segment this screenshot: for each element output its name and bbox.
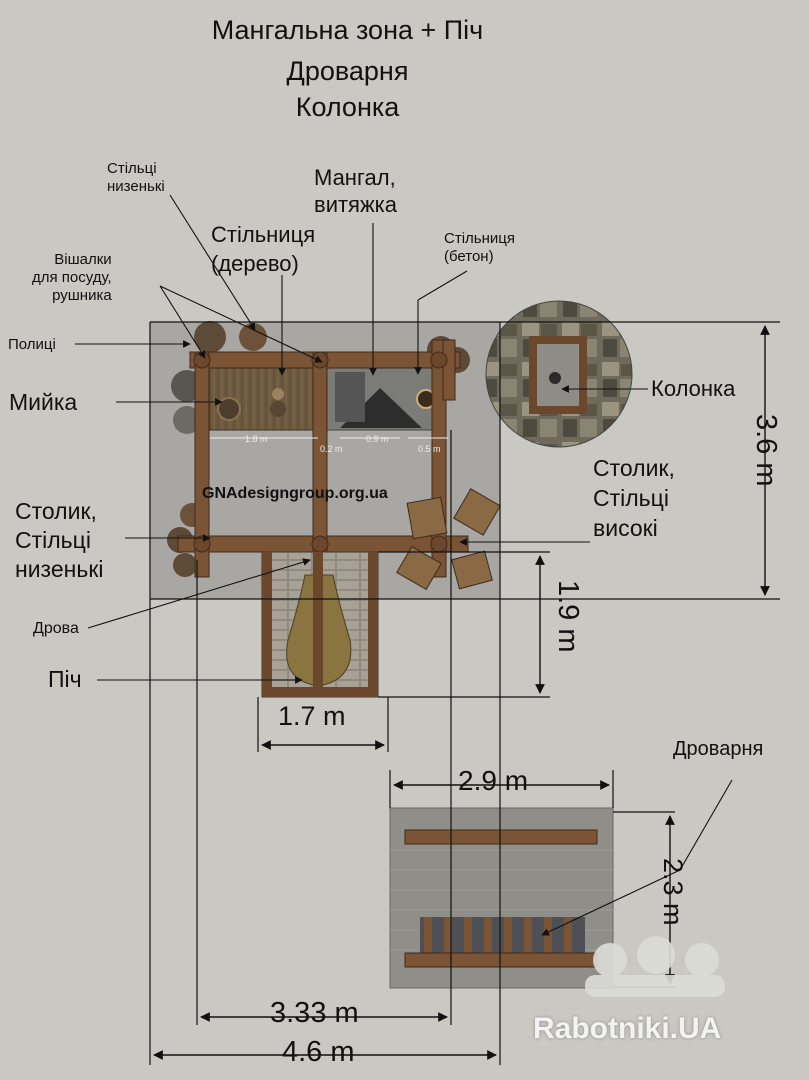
dim-seg-a: 1.8 m: [245, 434, 268, 444]
label-countertop-concrete: Стільниця (бетон): [444, 230, 515, 265]
label-shelves: Полиці: [8, 336, 56, 353]
title-line-1: Мангальна зона + Піч: [211, 15, 484, 45]
title-line-3: Колонка: [295, 92, 400, 122]
title-line-2: Дроварня: [286, 56, 409, 86]
label-grill: Мангал, витяжка: [314, 165, 398, 217]
label-firewood: Дрова: [33, 620, 79, 637]
label-woodshed: Дроварня: [673, 738, 764, 760]
label-table-low: Столик, Стільці низенькі: [15, 498, 104, 582]
label-oven: Піч: [48, 666, 82, 692]
watermark-text: GNAdesigngroup.org.ua: [202, 485, 388, 502]
dim-seg-b: 0.2 m: [320, 444, 343, 454]
dim-height-main: 3.6 m: [750, 414, 782, 487]
dim-oven-depth: 1.9 m: [552, 580, 584, 653]
dim-seg-d: 0.5 m: [418, 444, 441, 454]
dim-oven-width: 1.7 m: [278, 701, 346, 731]
label-sink: Мийка: [9, 389, 78, 415]
site-logo-text: Rabotniki.UA: [533, 1012, 722, 1045]
dim-inner-width: 3.33 m: [270, 997, 359, 1029]
label-hangers: Вішалки для посуду, рушника: [32, 251, 112, 304]
label-table-high: Столик, Стільці високі: [593, 455, 675, 541]
dim-total-width: 4.6 m: [282, 1036, 355, 1068]
dim-woodshed-depth: 2.3 m: [658, 858, 688, 926]
label-well: Колонка: [651, 376, 736, 401]
dim-woodshed-width: 2.9 m: [458, 765, 529, 796]
label-countertop-wood: Стільниця (дерево): [211, 222, 316, 276]
label-chairs-low-top: Стільці низенькі: [107, 160, 165, 195]
dim-seg-c: 0.9 m: [366, 434, 389, 444]
